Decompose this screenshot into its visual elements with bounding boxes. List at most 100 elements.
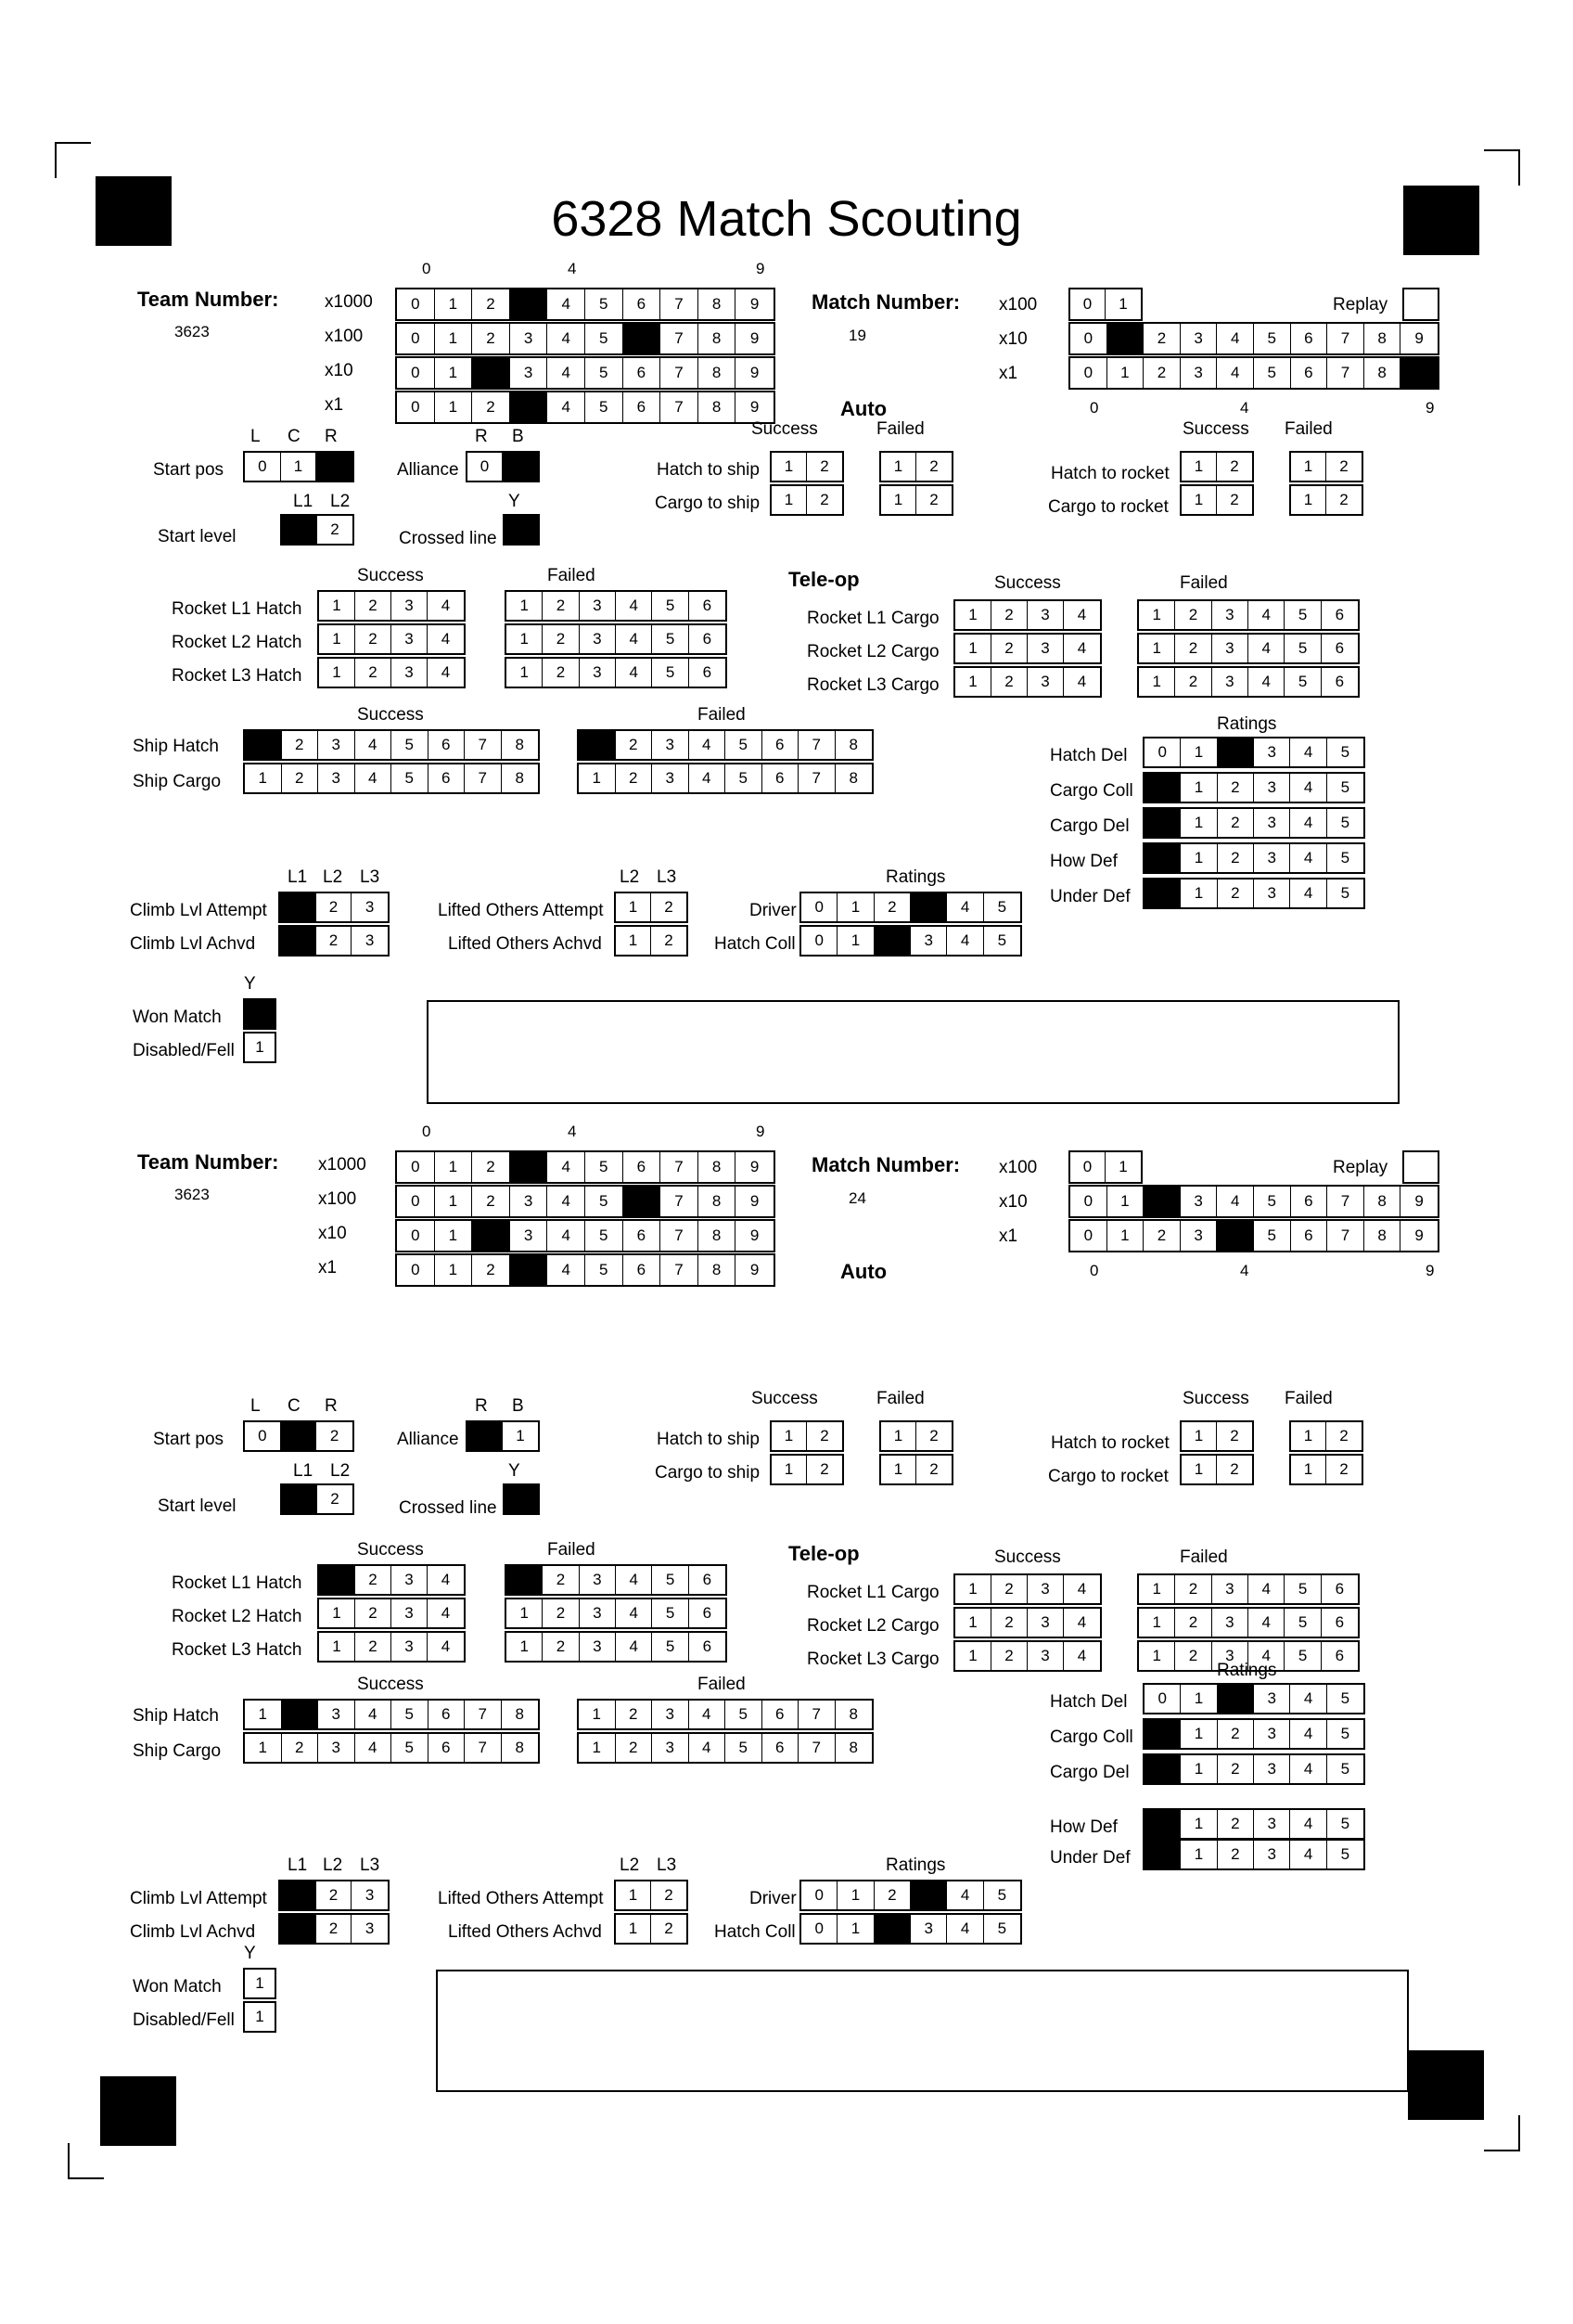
- hatch-coll-rating-bubble-4[interactable]: 4: [947, 927, 984, 955]
- how-def-rating-bubble-3[interactable]: 3: [1254, 1810, 1291, 1838]
- hatch-coll-rating-bubble-2[interactable]: 2: [874, 1915, 912, 1943]
- rocket-l2-cargo-failed-bubble-4[interactable]: 4: [1248, 1609, 1285, 1637]
- rocket-l1-cargo-success-bubble-2[interactable]: 2: [991, 601, 1028, 629]
- driver-rating-bubble-2[interactable]: 2: [875, 1881, 912, 1909]
- rocket-l2-cargo-failed-bubble-2[interactable]: 2: [1175, 1609, 1212, 1637]
- match-digit-x10-bubble-6[interactable]: 6: [1291, 324, 1328, 353]
- rocket-l3-hatch-failed-bubble-1[interactable]: 1: [506, 1633, 544, 1661]
- how-def-rating-bubble-1[interactable]: 1: [1181, 844, 1218, 872]
- cargo-del-rating-bubble-0[interactable]: 0: [1145, 1755, 1182, 1783]
- climb-achvd-bubble-3[interactable]: 3: [364, 1920, 375, 1937]
- auto-hatch-ship-failed-bubble-1[interactable]: 1: [881, 453, 917, 481]
- auto-hatch-ship-failed-bubble-2[interactable]: 2: [929, 1427, 939, 1444]
- ship-cargo-failed-bubble-7[interactable]: 7: [799, 764, 836, 792]
- rocket-l2-cargo-success-bubble-4[interactable]: 4: [1077, 1613, 1087, 1631]
- auto-hatch-ship-success-bubble-2[interactable]: 2: [820, 457, 829, 475]
- match-digit-x100-bubble-0[interactable]: 0: [1070, 1152, 1106, 1182]
- team-digit-x100-bubble-0[interactable]: 0: [397, 324, 435, 353]
- lifted-achvd-bubble-1[interactable]: 1: [616, 1915, 652, 1943]
- disabled-fell-bubble-1[interactable]: 1: [255, 2008, 264, 2025]
- team-digit-x1-bubble-2[interactable]: 2: [472, 392, 510, 422]
- ship-hatch-success-bubble-5[interactable]: 5: [391, 731, 428, 759]
- team-digit-x1000-bubble-0[interactable]: 0: [397, 1152, 435, 1182]
- hatch-del-rating-bubble-0[interactable]: 0: [1145, 1685, 1182, 1713]
- hatch-del-rating-bubble-1[interactable]: 1: [1181, 738, 1218, 766]
- rocket-l1-cargo-failed-bubble-2[interactable]: 2: [1175, 1575, 1212, 1603]
- under-def-rating-bubble-5[interactable]: 5: [1340, 1845, 1350, 1863]
- auto-cargo-rocket-success-bubble-1[interactable]: 1: [1182, 486, 1218, 514]
- start-pos-bubble-0[interactable]: 0: [245, 453, 281, 481]
- team-digit-x1000-bubble-9[interactable]: 9: [749, 295, 760, 313]
- rocket-l2-cargo-failed-bubble-1[interactable]: 1: [1139, 635, 1176, 662]
- how-def-rating-bubble-3[interactable]: 3: [1254, 844, 1291, 872]
- team-digit-x1000-bubble-6[interactable]: 6: [623, 289, 661, 319]
- ship-hatch-failed-bubble-5[interactable]: 5: [725, 731, 762, 759]
- auto-cargo-rocket-failed-bubble-1[interactable]: 1: [1291, 486, 1327, 514]
- rocket-l3-cargo-failed-bubble-5[interactable]: 5: [1285, 668, 1322, 696]
- rocket-l3-cargo-failed-bubble-4[interactable]: 4: [1248, 1642, 1285, 1670]
- driver-rating-bubble-4[interactable]: 4: [947, 893, 984, 921]
- how-def-rating-bubble-5[interactable]: 5: [1340, 849, 1350, 867]
- rocket-l3-cargo-failed-bubble-3[interactable]: 3: [1212, 668, 1249, 696]
- rocket-l2-hatch-failed-bubble-5[interactable]: 5: [652, 1599, 689, 1627]
- rocket-l1-cargo-failed-bubble-3[interactable]: 3: [1212, 601, 1249, 629]
- team-digit-x1-bubble-8[interactable]: 8: [698, 392, 736, 422]
- cargo-del-rating-bubble-0[interactable]: 0: [1145, 809, 1182, 837]
- rocket-l3-cargo-failed-bubble-5[interactable]: 5: [1285, 1642, 1322, 1670]
- auto-hatch-ship-success-bubble-1[interactable]: 1: [772, 453, 808, 481]
- cargo-coll-rating-bubble-0[interactable]: 0: [1145, 774, 1182, 802]
- rocket-l3-hatch-failed-bubble-6[interactable]: 6: [702, 663, 712, 681]
- team-digit-x1000-bubble-3[interactable]: 3: [509, 1152, 548, 1182]
- match-digit-x10-bubble-2[interactable]: 2: [1144, 324, 1181, 353]
- ship-hatch-success-bubble-1[interactable]: 1: [245, 1701, 282, 1728]
- rocket-l1-cargo-failed-bubble-4[interactable]: 4: [1248, 601, 1285, 629]
- rocket-l2-cargo-failed-bubble-2[interactable]: 2: [1175, 635, 1212, 662]
- auto-cargo-ship-success-bubble-1[interactable]: 1: [772, 486, 808, 514]
- rocket-l1-hatch-success-bubble-1[interactable]: 1: [319, 592, 355, 620]
- rocket-l1-hatch-failed-bubble-4[interactable]: 4: [616, 1566, 653, 1594]
- climb-achvd-bubble-1[interactable]: 1: [280, 927, 316, 955]
- won-match-bubble-1[interactable]: 1: [245, 1000, 275, 1028]
- crossed-line-bubble-1[interactable]: 1: [505, 516, 538, 544]
- hatch-del-rating-bubble-2[interactable]: 2: [1217, 738, 1255, 766]
- ship-hatch-failed-bubble-3[interactable]: 3: [652, 1701, 689, 1728]
- rocket-l1-hatch-failed-bubble-1[interactable]: 1: [506, 1566, 544, 1594]
- under-def-rating-bubble-1[interactable]: 1: [1181, 1841, 1218, 1868]
- driver-rating-bubble-5[interactable]: 5: [997, 898, 1007, 916]
- rocket-l2-cargo-success-bubble-3[interactable]: 3: [1028, 635, 1064, 662]
- auto-hatch-rocket-failed-bubble-1[interactable]: 1: [1291, 1422, 1327, 1450]
- match-digit-x1-bubble-8[interactable]: 8: [1364, 358, 1401, 388]
- team-digit-x10-bubble-5[interactable]: 5: [585, 1221, 623, 1251]
- ship-cargo-failed-bubble-4[interactable]: 4: [689, 764, 725, 792]
- auto-cargo-ship-failed-bubble-1[interactable]: 1: [881, 486, 917, 514]
- rocket-l3-hatch-failed-bubble-4[interactable]: 4: [616, 1633, 653, 1661]
- lifted-attempt-bubble-1[interactable]: 1: [616, 1881, 652, 1909]
- rocket-l3-hatch-failed-bubble-6[interactable]: 6: [702, 1637, 712, 1655]
- ship-cargo-failed-bubble-7[interactable]: 7: [799, 1734, 836, 1762]
- match-digit-x10-bubble-1[interactable]: 1: [1107, 1187, 1145, 1216]
- cargo-coll-rating-bubble-5[interactable]: 5: [1340, 778, 1350, 796]
- team-digit-x100-bubble-3[interactable]: 3: [510, 324, 548, 353]
- ship-cargo-success-bubble-7[interactable]: 7: [465, 1734, 502, 1762]
- team-digit-x100-bubble-8[interactable]: 8: [698, 1187, 736, 1216]
- team-digit-x100-bubble-3[interactable]: 3: [510, 1187, 548, 1216]
- rocket-l2-hatch-failed-bubble-6[interactable]: 6: [702, 1604, 712, 1622]
- rocket-l1-cargo-failed-bubble-4[interactable]: 4: [1248, 1575, 1285, 1603]
- ship-hatch-success-bubble-1[interactable]: 1: [245, 731, 282, 759]
- rocket-l3-hatch-failed-bubble-4[interactable]: 4: [616, 659, 653, 687]
- team-digit-x10-bubble-1[interactable]: 1: [435, 358, 473, 388]
- team-digit-x100-bubble-0[interactable]: 0: [397, 1187, 435, 1216]
- team-digit-x1-bubble-7[interactable]: 7: [660, 392, 698, 422]
- under-def-rating-bubble-0[interactable]: 0: [1145, 880, 1182, 907]
- rocket-l1-hatch-success-bubble-2[interactable]: 2: [355, 1566, 391, 1594]
- rocket-l3-hatch-failed-bubble-3[interactable]: 3: [580, 659, 617, 687]
- team-digit-x1000-bubble-5[interactable]: 5: [585, 1152, 623, 1182]
- ship-cargo-failed-bubble-2[interactable]: 2: [616, 764, 652, 792]
- team-digit-x1000-bubble-4[interactable]: 4: [547, 1152, 585, 1182]
- team-digit-x10-bubble-2[interactable]: 2: [472, 1221, 510, 1251]
- ship-cargo-success-bubble-1[interactable]: 1: [245, 764, 282, 792]
- ship-hatch-failed-bubble-1[interactable]: 1: [579, 731, 616, 759]
- match-digit-x1-bubble-2[interactable]: 2: [1144, 1221, 1181, 1251]
- team-digit-x10-bubble-1[interactable]: 1: [435, 1221, 473, 1251]
- ship-hatch-success-bubble-8[interactable]: 8: [515, 1705, 524, 1723]
